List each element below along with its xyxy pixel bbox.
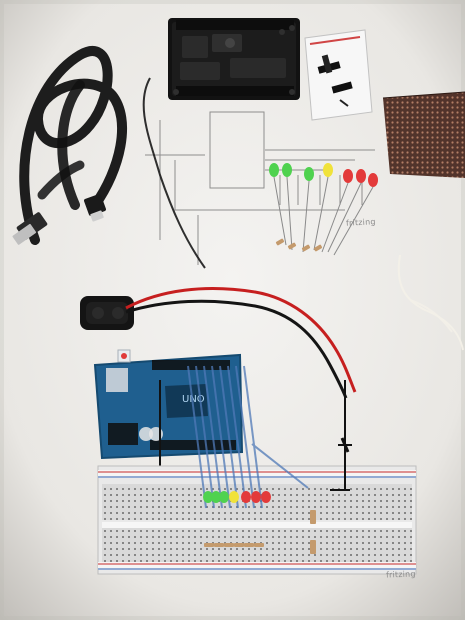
white-wire <box>397 254 464 351</box>
perfboard <box>382 91 465 178</box>
schematic-drawing <box>145 111 375 265</box>
usb-cable <box>12 46 128 245</box>
fritzing-label-bottom: fritzing <box>385 569 416 580</box>
uno-text: UNO <box>182 394 205 405</box>
leds-breadboard <box>203 491 271 503</box>
arduino-board-photo <box>168 18 300 100</box>
loose-wire <box>142 77 206 269</box>
signal-wires <box>187 365 309 509</box>
battery-clip <box>80 287 357 399</box>
resistors <box>204 510 316 554</box>
breadboard <box>97 465 417 575</box>
right-side-part <box>330 380 352 491</box>
fritzing-label-top: fritzing <box>345 217 376 228</box>
leds-schematic <box>269 163 378 256</box>
component-bag <box>304 29 373 121</box>
